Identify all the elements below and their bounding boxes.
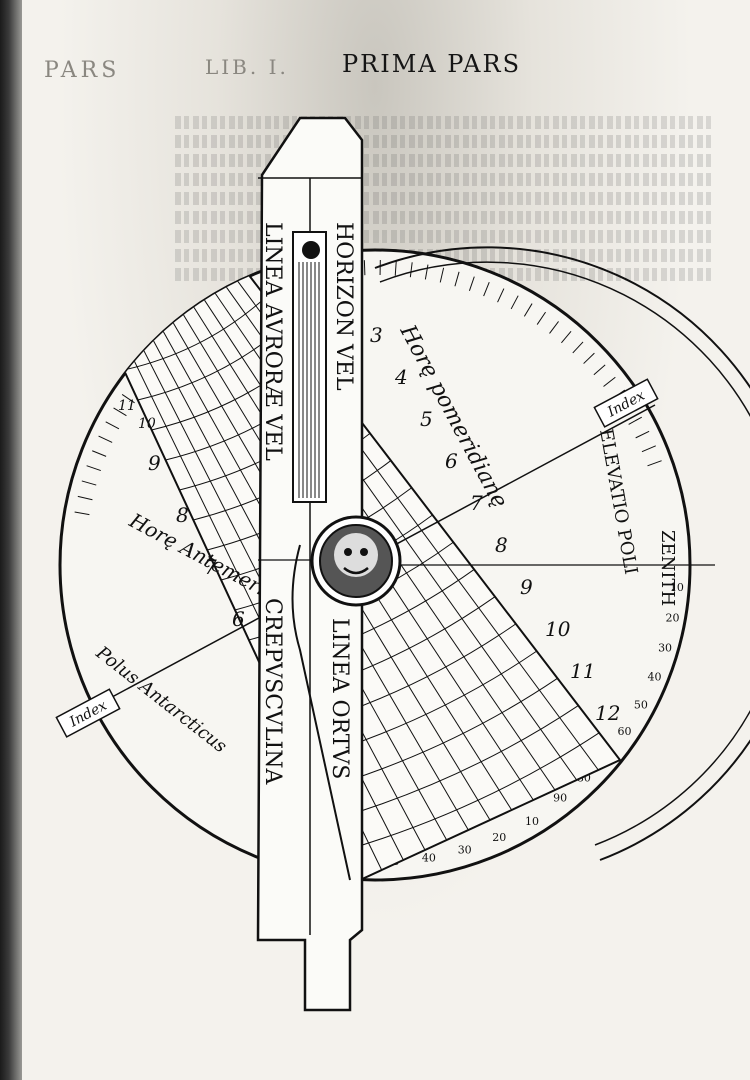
rule-upper-right-label: HORIZON VEL [331,222,356,391]
hour-numeral: 12 [595,701,620,725]
hour-numeral: 10 [545,617,571,641]
rule-upper-left-label: LINEA AVRORÆ VEL [260,222,285,461]
ring-scale-label: 50 [634,699,648,712]
hour-numeral: 10 [138,416,156,432]
hour-arc [345,732,600,851]
bottom-scale-label: 10 [525,815,539,828]
hour-numeral: 9 [520,575,533,599]
hour-numeral: 5 [420,407,433,431]
hour-numeral: 8 [176,503,189,527]
ring-scale-label: 90 [553,791,567,804]
hour-arc [332,705,579,821]
hour-numeral: 6 [445,449,458,473]
hour-numeral: 11 [118,398,136,414]
central-boss-face [310,515,402,607]
zenith-label: ZENITH [657,530,678,606]
bleed-through-header-left: PARS [44,58,121,83]
ring-scale-label: 30 [658,642,672,655]
rule-alidade: HORIZON VEL LINEA AVRORÆ VEL CREPVSCVLIN… [256,116,364,1012]
hour-numeral: 7 [204,555,217,579]
bleed-through-header-mid: LIB. I. [205,55,289,79]
hour-numeral: 9 [148,451,161,475]
running-head: PRIMA PARS [342,50,522,78]
page-gutter-shadow [0,0,22,1080]
ring-scale-label: 20 [666,611,680,624]
hour-numeral: 8 [495,533,508,557]
pointer-curve [291,544,351,881]
ring-scale-label: 40 [647,671,661,684]
ring-scale-label: 60 [617,725,631,738]
hour-numeral: 3 [370,323,383,347]
rule-lower-right-label: LINEA ORTVS [327,618,352,779]
bottom-scale-label: 40 [422,851,436,864]
bottom-scale-label: 20 [492,831,506,844]
rule-lower-left-label: CREPVSCVLINA [260,598,285,785]
hour-numeral: 4 [394,365,408,389]
hour-numeral: 7 [470,491,483,515]
bottom-scale-label: 30 [458,843,472,856]
hour-arc [123,296,267,371]
hour-numeral: 6 [232,607,245,631]
inner-ring [374,246,750,861]
hour-numeral: 11 [570,659,595,683]
ring-scale-label: 10 [670,581,684,594]
inner-ring-2 [379,261,750,846]
